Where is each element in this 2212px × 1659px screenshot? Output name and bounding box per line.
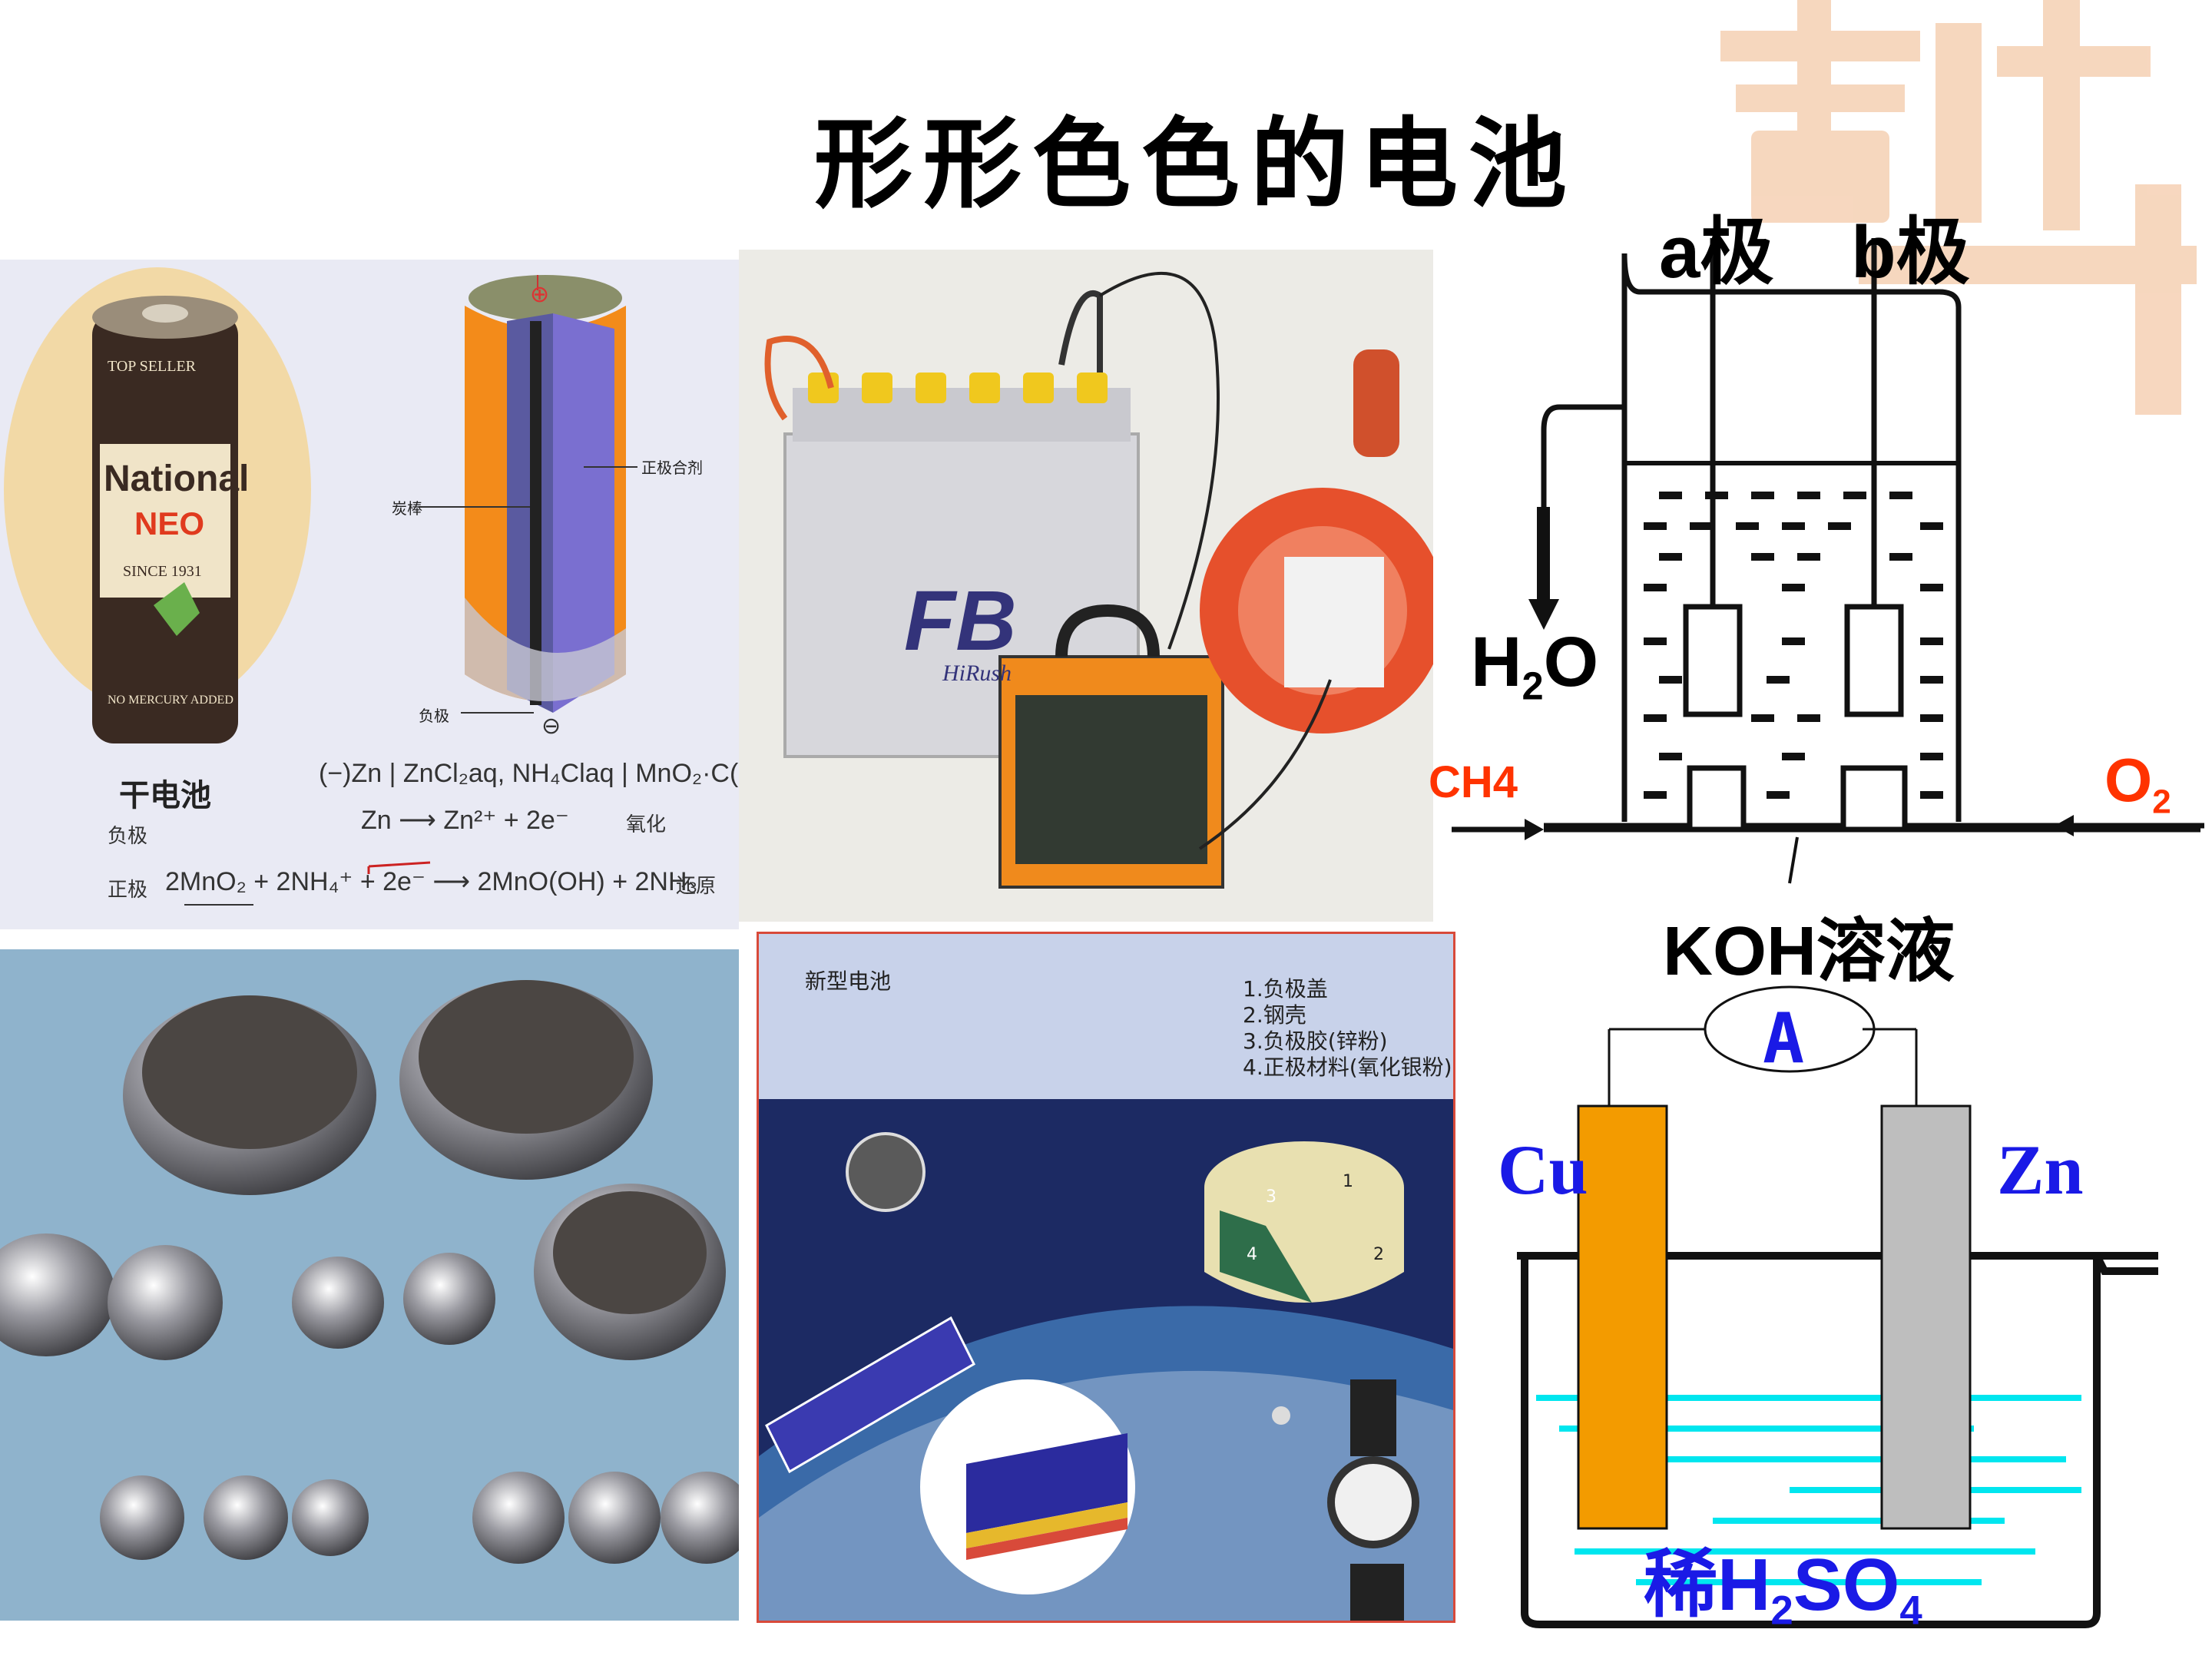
methane-label: CH4	[1429, 757, 1518, 807]
galvanic-cell-apparatus	[1517, 985, 2158, 1628]
lead-acid-panel: FB HiRush	[739, 250, 1433, 922]
battery-brand-sub-label: HiRush	[942, 661, 1012, 686]
galvanic-cell-diagram: A Cu Zn 稀H2SO4	[1482, 968, 2212, 1659]
button-cells-illustration	[0, 980, 739, 1564]
sulfuric-acid-label: 稀H2SO4	[1644, 1544, 1922, 1634]
part-label: 2	[1373, 1245, 1384, 1264]
new-battery-caption: 新型电池	[805, 969, 892, 994]
button-cells-panel	[0, 949, 739, 1621]
positive-half-equation: 2MnO₂ + 2NH₄⁺ + 2e⁻ ⟶ 2MnO(OH) + 2NH₃	[165, 867, 698, 896]
dry-cell-panel: TOP SELLER National NEO SINCE 1931 NO ME…	[0, 260, 739, 929]
legend-item: 1.负极盖	[1243, 976, 1328, 1002]
brand-label: National	[104, 459, 250, 499]
electrode-a-label: a极	[1659, 211, 1774, 293]
positive-mix-label: 正极合剂	[641, 459, 703, 477]
lead-acid-illustration	[764, 271, 1433, 889]
new-battery-illustration	[759, 1099, 1453, 1621]
oxygen-label: O2	[2104, 746, 2171, 821]
copper-label: Cu	[1498, 1131, 1588, 1209]
no-mercury-text: NO MERCURY ADDED	[108, 694, 233, 707]
oxidation-label: 氧化	[626, 813, 667, 836]
legend-item: 2.钢壳	[1243, 1002, 1306, 1028]
top-seller-text: TOP SELLER	[108, 358, 197, 375]
dry-cell-name: 干电池	[119, 777, 211, 813]
reduction-label: 还原	[676, 875, 717, 898]
zinc-label: Zn	[1997, 1131, 2084, 1209]
dry-cell-illustration	[4, 267, 637, 906]
koh-solution-label: KOH溶液	[1663, 913, 1955, 983]
minus-terminal-icon: ⊖	[541, 713, 561, 740]
legend-item: 3.负极胶(锌粉)	[1243, 1028, 1388, 1054]
brand-sub-label: NEO	[134, 505, 205, 541]
plus-terminal-icon: ⊕	[530, 281, 550, 308]
carbon-rod-label: 炭棒	[392, 499, 422, 518]
watermark	[1705, 0, 2212, 430]
electrode-b-label: b极	[1851, 211, 1970, 293]
positive-electrode-label: 正极	[108, 879, 148, 902]
fuel-cell-vessel	[1452, 238, 2204, 884]
water-label: H2O	[1471, 623, 1599, 708]
negative-label: 负极	[419, 707, 449, 725]
part-label: 4	[1247, 1245, 1257, 1264]
since-text: SINCE 1931	[123, 563, 202, 580]
negative-electrode-label: 负极	[108, 825, 148, 848]
cell-notation: (−)Zn | ZnCl₂aq, NH₄Claq | MnO₂·C(+)	[319, 759, 739, 788]
page-title: 形形色色的电池	[814, 107, 1578, 222]
ammeter-label: A	[1763, 998, 1805, 1079]
battery-brand-label: FB	[904, 574, 1017, 668]
negative-half-equation: Zn ⟶ Zn²⁺ + 2e⁻	[361, 806, 569, 835]
new-battery-legend: 1.负极盖 2.钢壳 3.负极胶(锌粉) 4.正极材料(氧化银粉)	[1243, 976, 1452, 1081]
new-battery-panel: 新型电池 1.负极盖 2.钢壳 3.负极胶(锌粉) 4.正极材料(氧化银粉) 1…	[757, 932, 1455, 1623]
fuel-cell-diagram: a极 b极 H2O CH4 O2 KOH溶液	[1429, 177, 2212, 983]
part-label: 1	[1343, 1172, 1353, 1191]
legend-item: 4.正极材料(氧化银粉)	[1243, 1055, 1452, 1080]
part-label: 3	[1266, 1187, 1277, 1207]
